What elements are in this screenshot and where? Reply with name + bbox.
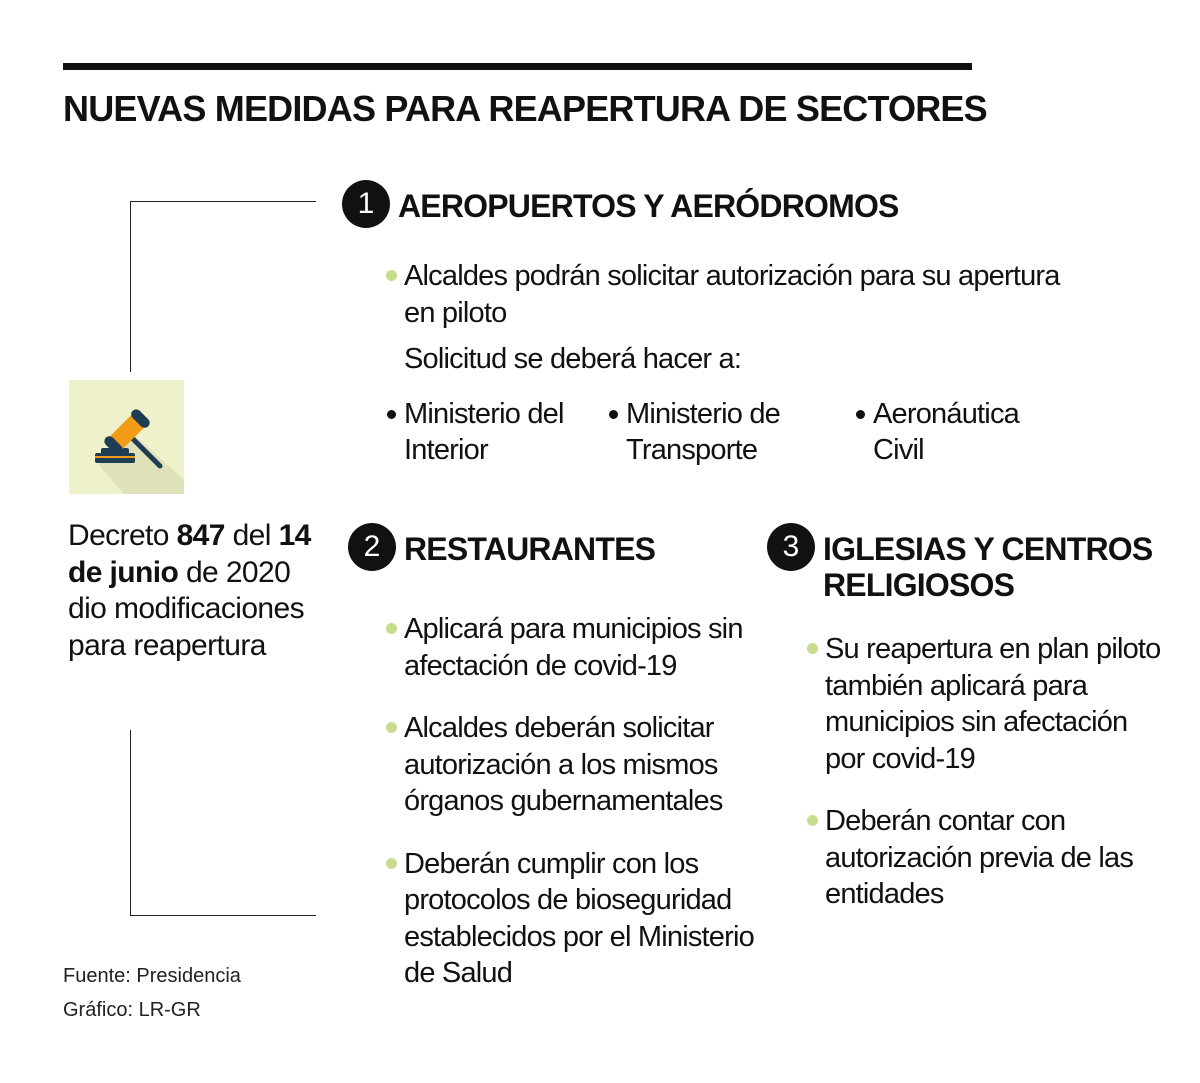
gavel-icon: [69, 380, 184, 494]
section-restaurants: 2 RESTAURANTES Aplicará para municipios …: [348, 523, 758, 992]
source: Fuente: Presidencia: [63, 965, 241, 987]
list-item: Alcaldes podrán solicitar autorización p…: [386, 258, 1084, 331]
top-rule: [63, 63, 972, 70]
credit: Gráfico: LR-GR: [63, 999, 201, 1021]
section-title: AEROPUERTOS Y AERÓDROMOS: [398, 188, 899, 224]
connector-line: [130, 915, 316, 916]
section-title: RESTAURANTES: [404, 531, 656, 567]
section-airports: 1 AEROPUERTOS Y AERÓDROMOS Alcaldes podr…: [342, 180, 1142, 469]
section-number: 1: [342, 180, 390, 228]
list-item: Aplicará para municipios sin afectación …: [386, 611, 758, 684]
entity-item: Aeronáutica Civil: [856, 396, 1073, 469]
connector-line: [130, 201, 131, 372]
section-number: 2: [348, 523, 396, 571]
section-churches: 3 IGLESIAS Y CENTROS RELIGIOSOS Su reape…: [767, 523, 1187, 913]
connector-line: [130, 201, 316, 202]
entity-item: Ministerio de Transporte: [609, 396, 851, 469]
list-item: Deberán cumplir con los protocolos de bi…: [386, 846, 758, 992]
list-item: Su reapertura en plan piloto también apl…: [807, 631, 1165, 777]
connector-line: [130, 730, 131, 915]
section-title: IGLESIAS Y CENTROS RELIGIOSOS: [823, 531, 1153, 603]
list-item: Alcaldes deberán solicitar autorización …: [386, 710, 758, 820]
page-title: NUEVAS MEDIDAS PARA REAPERTURA DE SECTOR…: [63, 88, 988, 129]
section-number: 3: [767, 523, 815, 571]
note-text: Solicitud se deberá hacer a:: [404, 343, 742, 375]
decree-text: Decreto 847 del 14 de junio de 2020 dio …: [68, 519, 311, 662]
entity-item: Ministerio del Interior: [387, 396, 604, 469]
list-item: Deberán contar con autorización previa d…: [807, 803, 1145, 913]
